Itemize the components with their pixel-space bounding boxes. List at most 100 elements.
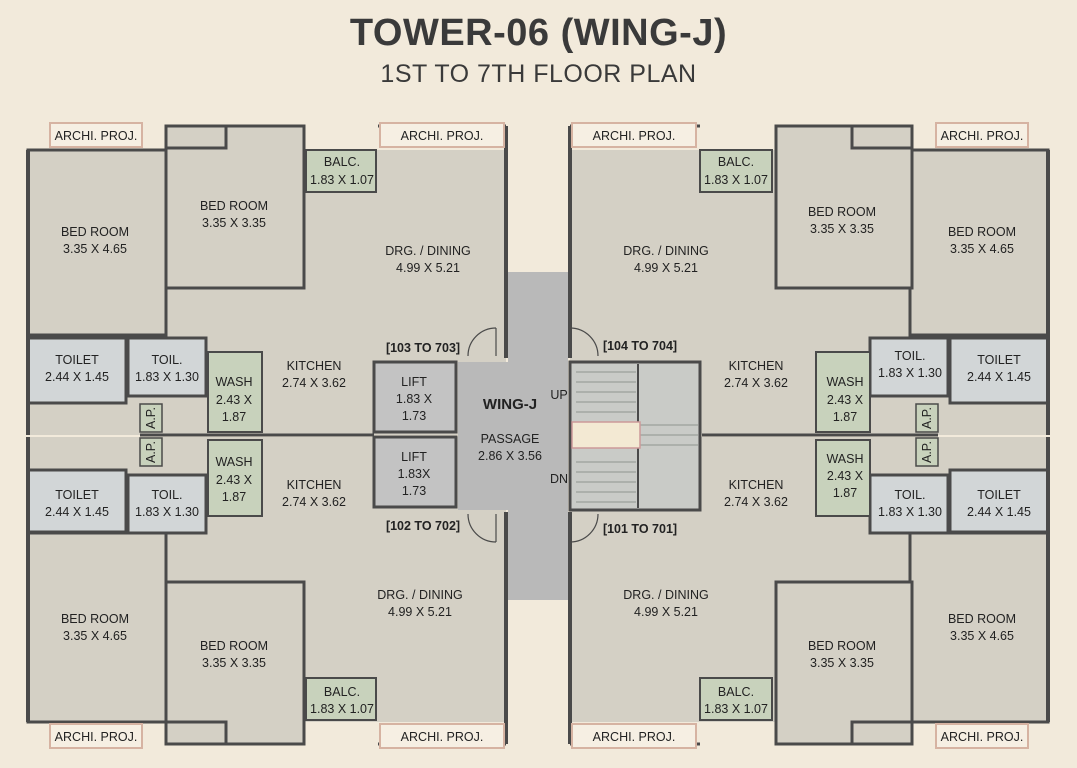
lift-size: 1.73 (402, 409, 426, 423)
toilet-label: TOILET (55, 488, 99, 502)
bedroom-label: BED ROOM (808, 639, 876, 653)
toilet-size: 2.44 X 1.45 (45, 505, 109, 519)
lift-1 (372, 360, 458, 434)
lift-2 (372, 435, 458, 509)
flat-number: [101 TO 701] (603, 522, 677, 536)
wash-label: WASH (215, 375, 252, 389)
balcony-label: BALC. (324, 155, 360, 169)
wash-label: WASH (826, 452, 863, 466)
kitchen-label: KITCHEN (729, 478, 784, 492)
archi-proj-label: ARCHI. PROJ. (401, 129, 484, 143)
archi-proj-label: ARCHI. PROJ. (55, 730, 138, 744)
ap-label: A.P. (920, 407, 934, 429)
balcony-label: BALC. (718, 155, 754, 169)
wash-size: 1.87 (833, 410, 857, 424)
ap-strip (915, 403, 939, 433)
balcony-label: BALC. (718, 685, 754, 699)
archi-proj-label: ARCHI. PROJ. (55, 129, 138, 143)
lift-label: LIFT (401, 375, 427, 389)
archi-proj-label: ARCHI. PROJ. (941, 730, 1024, 744)
bedroom-size: 3.35 X 4.65 (950, 242, 1014, 256)
core (372, 272, 702, 600)
wash-label: WASH (826, 375, 863, 389)
wing-label: WING-J (483, 396, 537, 413)
doors (467, 327, 599, 543)
kitchen-label: KITCHEN (287, 478, 342, 492)
ap-label: A.P. (920, 441, 934, 463)
lift-size: 1.73 (402, 484, 426, 498)
toil-size: 1.83 X 1.30 (135, 505, 199, 519)
passage-size: 2.86 X 3.56 (478, 449, 542, 463)
balcony-size: 1.83 X 1.07 (704, 173, 768, 187)
toil-label: TOIL. (151, 488, 182, 502)
kitchen-label: KITCHEN (287, 359, 342, 373)
bedroom-size: 3.35 X 3.35 (810, 222, 874, 236)
toil-size: 1.83 X 1.30 (878, 505, 942, 519)
bedroom-size: 3.35 X 3.35 (202, 216, 266, 230)
balcony-label: BALC. (324, 685, 360, 699)
bedroom-size: 3.35 X 4.65 (950, 629, 1014, 643)
toil-label: TOIL. (894, 488, 925, 502)
stair-well (571, 421, 641, 449)
bedroom-label: BED ROOM (200, 199, 268, 213)
page-subtitle: 1ST TO 7TH FLOOR PLAN (380, 60, 697, 88)
kitchen-size: 2.74 X 3.62 (282, 376, 346, 390)
bedroom-label: BED ROOM (200, 639, 268, 653)
stair-down-label: DN (550, 472, 568, 486)
kitchen-size: 2.74 X 3.62 (724, 376, 788, 390)
ap-label: A.P. (144, 407, 158, 429)
passage-label: PASSAGE (481, 432, 540, 446)
dining-label: DRG. / DINING (623, 244, 708, 258)
lift-size: 1.83X (398, 467, 431, 481)
dining-label: DRG. / DINING (385, 244, 470, 258)
bedroom-size: 3.35 X 3.35 (202, 656, 266, 670)
wash-size: 1.87 (222, 410, 246, 424)
archi-proj-label: ARCHI. PROJ. (593, 129, 676, 143)
wash-size: 2.43 X (827, 393, 864, 407)
toilet-label: TOILET (55, 353, 99, 367)
dining-size: 4.99 X 5.21 (388, 605, 452, 619)
toil-size: 1.83 X 1.30 (878, 366, 942, 380)
toilet-size: 2.44 X 1.45 (45, 370, 109, 384)
wash-size: 2.43 X (216, 393, 253, 407)
dining-size: 4.99 X 5.21 (634, 605, 698, 619)
wash-size: 1.87 (222, 490, 246, 504)
wash-size: 2.43 X (827, 469, 864, 483)
dining-label: DRG. / DINING (377, 588, 462, 602)
dining-label: DRG. / DINING (623, 588, 708, 602)
archi-proj-label: ARCHI. PROJ. (593, 730, 676, 744)
lift-label: LIFT (401, 450, 427, 464)
ap-strip (139, 437, 163, 467)
balcony-size: 1.83 X 1.07 (310, 702, 374, 716)
bedroom-size: 3.35 X 4.65 (63, 242, 127, 256)
page-title: TOWER-06 (WING-J) (349, 12, 728, 54)
balcony-size: 1.83 X 1.07 (310, 173, 374, 187)
ap-strip (915, 437, 939, 467)
balcony-size: 1.83 X 1.07 (704, 702, 768, 716)
wash-size: 2.43 X (216, 473, 253, 487)
ap-strip (139, 403, 163, 433)
bedroom-size: 3.35 X 3.35 (810, 656, 874, 670)
archi-proj-label: ARCHI. PROJ. (401, 730, 484, 744)
bedroom-label: BED ROOM (61, 612, 129, 626)
bedroom-label: BED ROOM (948, 612, 1016, 626)
toilet-label: TOILET (977, 353, 1021, 367)
dining-size: 4.99 X 5.21 (396, 261, 460, 275)
toilet-size: 2.44 X 1.45 (967, 370, 1031, 384)
wash-size: 1.87 (833, 486, 857, 500)
toilet-label: TOILET (977, 488, 1021, 502)
stair-up-label: UP (550, 388, 567, 402)
flat-number: [103 TO 703] (386, 341, 460, 355)
bedroom-label: BED ROOM (808, 205, 876, 219)
dining-size: 4.99 X 5.21 (634, 261, 698, 275)
flat-number: [102 TO 702] (386, 519, 460, 533)
toil-size: 1.83 X 1.30 (135, 370, 199, 384)
bedroom-size: 3.35 X 4.65 (63, 629, 127, 643)
kitchen-size: 2.74 X 3.62 (724, 495, 788, 509)
flat-number: [104 TO 704] (603, 339, 677, 353)
archi-proj-label: ARCHI. PROJ. (941, 129, 1024, 143)
ap-label: A.P. (144, 441, 158, 463)
bedroom-label: BED ROOM (61, 225, 129, 239)
wash-label: WASH (215, 455, 252, 469)
